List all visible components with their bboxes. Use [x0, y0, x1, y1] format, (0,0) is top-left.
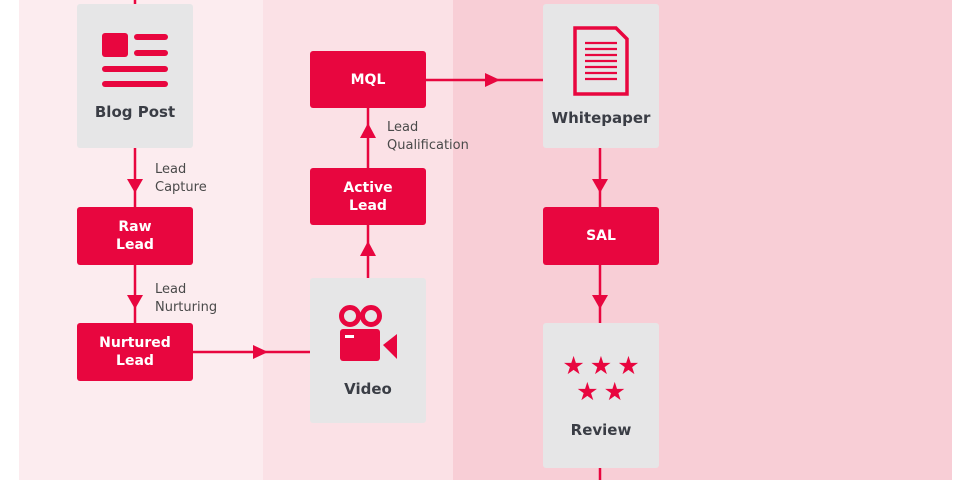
raw-lead-label: Raw Lead [116, 219, 154, 253]
nurtured-lead-node: Nurtured Lead [77, 323, 193, 381]
arrowhead-to-mql [360, 123, 376, 138]
sal-label: SAL [586, 228, 616, 244]
arrowhead-to-review [592, 295, 608, 309]
arrowhead-to-video [253, 345, 268, 359]
active-lead-label: Active Lead [343, 179, 393, 214]
video-label: Video [344, 379, 392, 398]
five-stars-icon: ★★★ ★★ [557, 350, 645, 406]
arrowhead-lead-nurturing [127, 295, 143, 309]
article-icon [102, 33, 168, 87]
arrowhead-to-whitepaper [485, 73, 500, 87]
blog-post-label: Blog Post [94, 103, 176, 121]
stars-row-1: ★★★ [562, 350, 645, 380]
review-label: Review [570, 420, 632, 439]
mql-label: MQL [350, 71, 386, 88]
nurtured-lead-label: Nurtured Lead [99, 335, 171, 369]
review-card: ★★★ ★★ Review [543, 323, 659, 468]
mql-node: MQL [310, 51, 426, 108]
video-camera-icon [339, 304, 397, 361]
blog-post-card: Blog Post [77, 4, 193, 148]
document-icon [573, 26, 629, 96]
sal-node: SAL [543, 207, 659, 265]
stars-row-2: ★★ [576, 376, 631, 406]
whitepaper-label: Whitepaper [551, 109, 651, 127]
active-lead-node: Active Lead [310, 168, 426, 225]
raw-lead-node: Raw Lead [77, 207, 193, 265]
whitepaper-card: Whitepaper [543, 4, 659, 148]
lead-nurturing-label: Lead Nurturing [155, 282, 218, 315]
arrowhead-lead-capture [127, 179, 143, 193]
arrowhead-to-active-lead [360, 241, 376, 256]
arrowhead-to-sal [592, 179, 608, 193]
lead-capture-label: Lead Capture [155, 162, 207, 195]
lead-qualification-label: Lead Qualification [387, 120, 469, 153]
video-card: Video [310, 278, 426, 423]
